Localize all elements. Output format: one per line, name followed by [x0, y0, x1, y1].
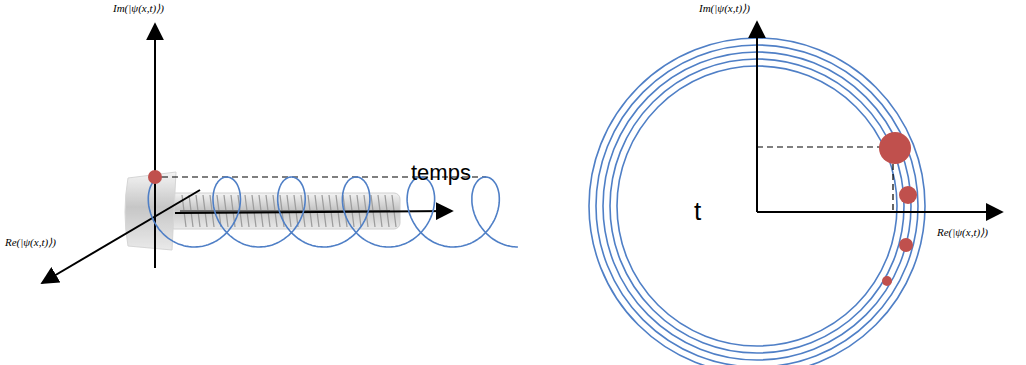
dashed-guide	[155, 177, 156, 240]
re-axis	[42, 190, 200, 283]
axis-label: Re(|ψ(x,t)⟩)	[936, 226, 989, 239]
state-dot	[882, 276, 892, 286]
axis-label: Re(|ψ(x,t)⟩)	[4, 236, 57, 249]
state-dot	[899, 186, 917, 204]
re-axis	[757, 211, 1002, 213]
axis-label: Im(|ψ(x,t)⟩)	[112, 2, 165, 15]
state-dots	[879, 132, 917, 286]
dashed-guide	[757, 146, 880, 147]
im-axis	[756, 22, 758, 212]
dashed-guide	[892, 164, 893, 212]
axis-label: Im(|ψ(x,t)⟩)	[698, 2, 751, 15]
axis-label: temps	[410, 160, 472, 185]
im-axis	[154, 24, 156, 268]
axes-3d	[42, 24, 452, 283]
axes-2d	[757, 22, 1002, 212]
helix	[148, 177, 518, 247]
state-dot	[899, 238, 913, 252]
state-dot	[148, 170, 162, 184]
state-dot	[879, 132, 911, 164]
time-axis	[175, 211, 452, 213]
axis-label: t	[693, 197, 702, 227]
